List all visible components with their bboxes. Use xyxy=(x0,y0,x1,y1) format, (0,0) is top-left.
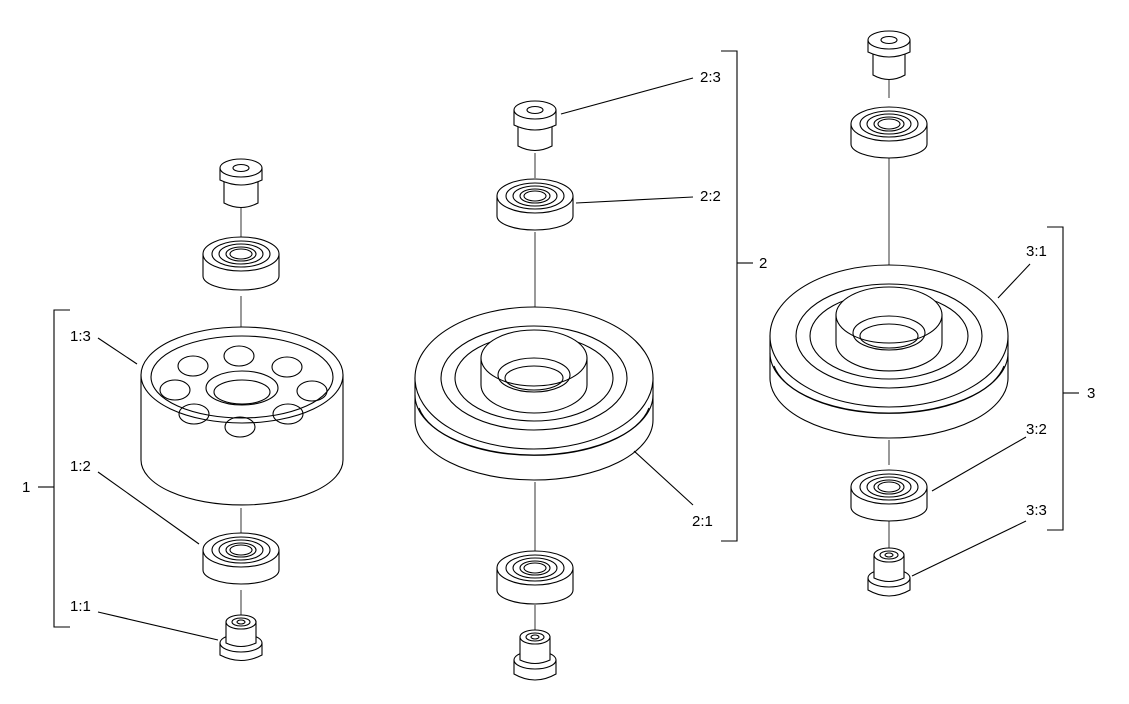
assembly-3-bracket xyxy=(1047,226,1079,531)
assembly-2-bracket xyxy=(721,50,753,542)
part-label-3-1: 3:1 xyxy=(1026,243,1047,260)
assembly-3: 3 3:1 3:2 3:3 xyxy=(769,30,1095,597)
assembly-1-top-bearing xyxy=(202,236,280,291)
assembly-1-bottom-bushing xyxy=(219,614,263,662)
part-label-1-2: 1:2 xyxy=(70,458,91,475)
part-label-2-3: 2:3 xyxy=(700,69,721,86)
part-label-2-2: 2:2 xyxy=(700,188,721,205)
assembly-1-pulley-hub xyxy=(140,326,344,506)
assembly-2-bottom-bushing xyxy=(513,629,557,681)
assembly-3-bottom-bearing xyxy=(850,469,928,522)
assembly-1-label: 1 xyxy=(22,479,30,496)
assembly-3-label: 3 xyxy=(1087,385,1095,402)
assembly-1-bottom-bearing xyxy=(202,532,280,585)
part-label-1-1: 1:1 xyxy=(70,598,91,615)
part-label-3-2: 3:2 xyxy=(1026,421,1047,438)
assembly-3-top-bearing xyxy=(850,106,928,159)
assembly-2-label: 2 xyxy=(759,255,767,272)
assembly-1-top-bushing xyxy=(219,158,263,209)
assembly-2-v-pulley xyxy=(414,306,654,481)
assembly-2-bottom-bearing xyxy=(496,550,574,605)
part-label-2-1: 2:1 xyxy=(692,513,713,530)
assembly-1: 1 1:3 1:2 1:1 xyxy=(22,158,344,662)
assembly-2-top-bushing xyxy=(513,100,557,152)
assembly-3-bottom-bushing xyxy=(867,547,911,597)
assembly-2: 2 2:3 2:2 2:1 xyxy=(414,50,767,681)
assembly-3-v-pulley xyxy=(769,264,1009,439)
assembly-3-top-bushing xyxy=(867,30,911,81)
assembly-2-top-bearing xyxy=(496,178,574,231)
part-label-1-3: 1:3 xyxy=(70,328,91,345)
assembly-1-bracket xyxy=(38,309,70,628)
part-label-3-3: 3:3 xyxy=(1026,502,1047,519)
